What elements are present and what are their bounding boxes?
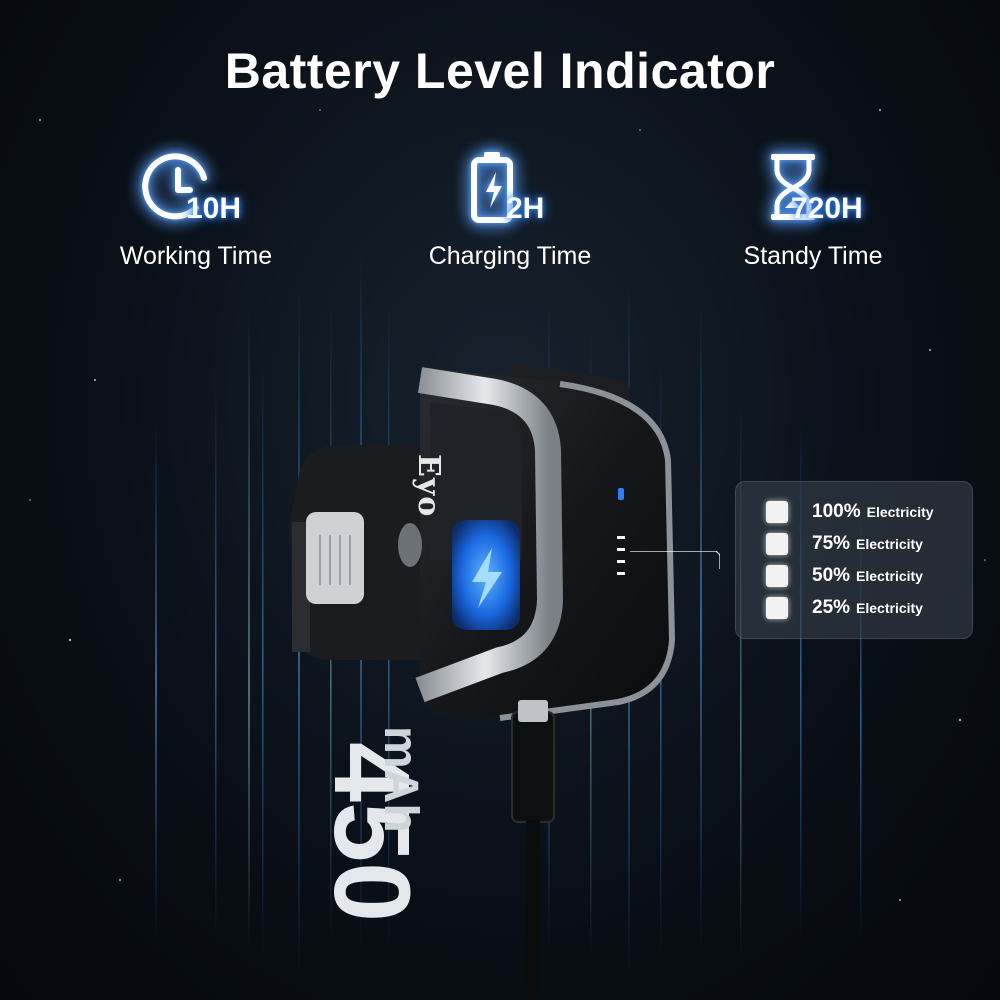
legend-percent: 75%	[812, 533, 851, 554]
stat-standby-time: 720H Standy Time	[683, 148, 943, 271]
battery-charging-icon	[471, 152, 513, 223]
legend-word: Electricity	[856, 568, 923, 584]
clock-icon	[142, 153, 207, 220]
stat-label: Working Time	[119, 242, 273, 270]
led-swatch	[766, 501, 788, 523]
legend-item: 75% Electricity	[766, 531, 923, 557]
stat-value: 10H	[186, 192, 242, 225]
stat-working-time: 10H Working Time	[66, 148, 326, 271]
battery-level-legend: 100% Electricity 75% Electricity 50% Ele…	[735, 481, 973, 639]
legend-percent: 50%	[812, 565, 851, 586]
legend-item: 25% Electricity	[766, 595, 923, 621]
legend-word: Electricity	[856, 600, 923, 616]
legend-percent: 25%	[812, 597, 851, 618]
stat-label: Charging Time	[428, 242, 592, 270]
legend-word: Electricity	[856, 536, 923, 552]
device-brand-text: Eyo	[411, 454, 446, 518]
stat-charging-time: 2H Charging Time	[380, 148, 640, 271]
led-swatch	[766, 533, 788, 555]
led-swatch	[766, 597, 788, 619]
hourglass-icon	[771, 154, 815, 220]
legend-item: 50% Electricity	[766, 563, 923, 589]
stat-label: Standy Time	[743, 242, 883, 270]
capacity-unit: mAh	[374, 726, 427, 833]
stat-value: 2H	[506, 192, 545, 225]
stat-value: 720H	[791, 192, 863, 225]
led-swatch	[766, 565, 788, 587]
legend-percent: 100%	[812, 501, 861, 522]
legend-item: 100% Electricity	[766, 499, 934, 525]
legend-connector-line	[630, 551, 720, 569]
page-title: Battery Level Indicator	[224, 43, 776, 99]
legend-word: Electricity	[866, 504, 934, 520]
